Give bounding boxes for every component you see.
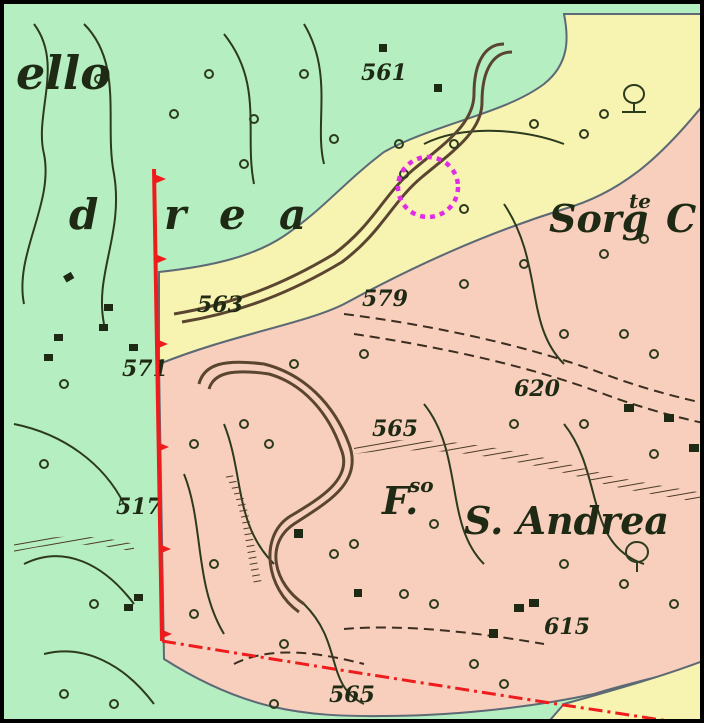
elevation-label-561: 561 xyxy=(361,60,407,86)
place-label-e: e xyxy=(219,190,246,239)
place-label-sorgente: Sorg te C xyxy=(549,189,696,241)
elevation-label-565-bottom: 565 xyxy=(329,682,375,708)
place-label-r: r xyxy=(164,190,189,239)
svg-text:Sorg: Sorg xyxy=(549,196,648,241)
svg-text:te: te xyxy=(629,189,651,213)
thrust-fault-line-icon xyxy=(152,168,666,719)
unit-yellow-bottom-corner xyxy=(549,660,700,719)
elevation-label-517: 517 xyxy=(116,494,163,520)
spring-symbol-icon xyxy=(622,84,646,113)
place-label-ello: ello xyxy=(16,46,111,100)
elevation-label-571: 571 xyxy=(122,356,168,382)
place-label-fosso-s-andrea: F. so S. Andrea xyxy=(381,473,669,543)
svg-text:S. Andrea: S. Andrea xyxy=(464,498,669,543)
stream-hatching xyxy=(14,440,700,584)
spring-symbol-icon-lower xyxy=(625,541,649,572)
elevation-label-579: 579 xyxy=(362,286,408,312)
main-road xyxy=(173,42,513,614)
elevation-label-565-center: 565 xyxy=(372,416,418,442)
dotted-circle-marker-icon xyxy=(395,154,461,220)
elevation-label-563: 563 xyxy=(197,292,243,318)
tree-symbol-icon xyxy=(39,69,679,709)
place-label-a: a xyxy=(279,190,306,239)
place-label-d: d xyxy=(69,190,98,239)
elevation-label-615: 615 xyxy=(544,614,590,640)
svg-text:C: C xyxy=(666,196,696,241)
elevation-label-620: 620 xyxy=(514,376,561,402)
contour-lines xyxy=(13,23,645,705)
svg-text:so: so xyxy=(408,473,434,497)
building-symbol-icon xyxy=(44,44,699,638)
svg-text:F.: F. xyxy=(381,478,418,523)
map-canvas: ello d r e a Sorg te C F. so S. Andrea 5… xyxy=(4,4,700,719)
